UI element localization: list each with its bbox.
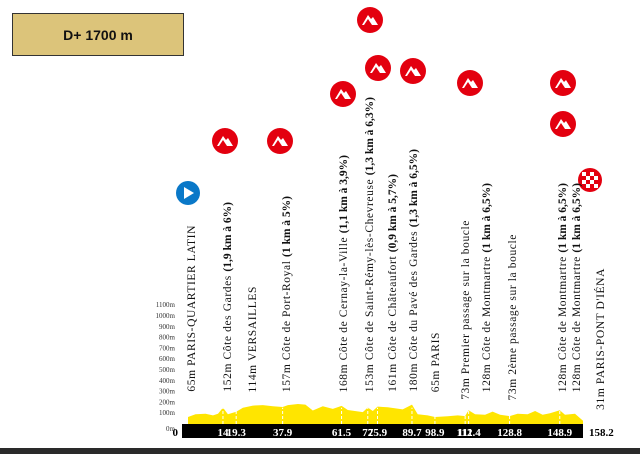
waypoint-label: 65m PARIS	[430, 332, 442, 392]
y-tick-label: 400m	[159, 377, 176, 385]
y-tick-label: 600m	[159, 355, 176, 363]
waypoint-name: 157m Côte de Port-Royal	[281, 256, 293, 392]
mountain-climb-icon	[330, 81, 356, 107]
mountain-climb-icon	[550, 70, 576, 96]
climb-stats: (1,9 km à 6%)	[222, 202, 234, 273]
mountain-climb-icon	[457, 70, 483, 96]
x-tick-label: 111	[458, 427, 473, 439]
x-tick-label: 89.7	[402, 427, 422, 439]
y-tick-label: 900m	[159, 323, 176, 331]
waypoint-label: 157m Côte de Port-Royal (1 km à 5%)	[281, 196, 293, 392]
waypoint-name: 128m Côte de Montmartre	[557, 252, 569, 392]
waypoint-name: 168m Côte de Cernay-la-Ville	[338, 232, 350, 392]
climb-stats: (1 km à 6,5%)	[557, 182, 569, 253]
y-tick-label: 800m	[159, 334, 176, 342]
mountain-climb-icon	[365, 55, 391, 81]
climb-stats: (1 km à 5%)	[281, 195, 293, 257]
x-tick-label: 14	[217, 427, 229, 439]
y-tick-label: 100m	[159, 409, 176, 417]
x-tick-label: 61.5	[332, 427, 352, 439]
waypoint-name: 65m PARIS-QUARTIER LATIN	[186, 225, 198, 392]
climb-stats: (1,3 km à 6,3%)	[364, 96, 376, 176]
waypoint-label: 168m Côte de Cernay-la-Ville (1,1 km à 3…	[338, 155, 350, 392]
waypoint-label: 161m Côte de Châteaufort (0,9 km à 5,7%)	[387, 174, 399, 392]
waypoint-name: 152m Côte des Gardes	[222, 272, 234, 392]
waypoint-name: 153m Côte de Saint-Rémy-lès-Chevreuse	[364, 175, 376, 392]
mountain-climb-icon	[357, 7, 383, 33]
climb-stats: (1,1 km à 3,9%)	[338, 154, 350, 233]
waypoint-label: 73m 2ème passage sur la boucle	[507, 234, 519, 401]
waypoint-label: 128m Côte de Montmartre (1 km à 6,5%)	[557, 183, 569, 392]
x-tick-label: 75.9	[368, 427, 388, 439]
waypoint-label: 31m PARIS-PONT D'IÉNA	[595, 268, 607, 410]
x-tick-label: 19.3	[227, 427, 247, 439]
mountain-climb-icon	[212, 128, 238, 154]
y-tick-label: 500m	[159, 366, 176, 374]
waypoint-label: 128m Côte de Montmartre (1 km à 6,5%)	[571, 183, 583, 392]
climb-stats: (1 km à 6,5%)	[571, 182, 583, 253]
y-tick-label: 1100m	[156, 301, 176, 309]
waypoint-label: 73m Premier passage sur la boucle	[460, 220, 472, 400]
climb-stats: (1,3 km à 6,5%)	[408, 149, 420, 228]
x-tick-label: 72	[362, 427, 374, 439]
waypoint-name: 114m VERSAILLES	[247, 285, 259, 392]
waypoint-name: 65m PARIS	[430, 331, 442, 392]
x-tick-label: 128.8	[497, 427, 522, 439]
waypoint-label: 128m Côte de Montmartre (1 km à 6,5%)	[481, 183, 493, 392]
waypoint-label: 152m Côte des Gardes (1,9 km à 6%)	[222, 202, 234, 392]
start-play-icon	[176, 181, 200, 205]
waypoint-label: 114m VERSAILLES	[247, 286, 259, 392]
waypoint-name: 73m 2ème passage sur la boucle	[507, 233, 519, 401]
climb-stats: (1 km à 6,5%)	[481, 182, 493, 253]
distance-bar	[182, 424, 583, 438]
mountain-climb-icon	[550, 111, 576, 137]
y-tick-label: 200m	[159, 398, 176, 406]
waypoint-label: 65m PARIS-QUARTIER LATIN	[186, 225, 198, 392]
y-tick-label: 700m	[159, 344, 176, 352]
elevation-profile-area	[188, 404, 583, 424]
y-tick-label: 300m	[159, 388, 176, 396]
finish-flag-icon	[578, 168, 602, 192]
mountain-climb-icon	[400, 58, 426, 84]
waypoint-name: 31m PARIS-PONT D'IÉNA	[595, 268, 607, 410]
waypoint-label: 180m Côte du Pavé des Gardes (1,3 km à 6…	[408, 149, 420, 392]
waypoint-name: 128m Côte de Montmartre	[481, 252, 493, 392]
waypoint-name: 73m Premier passage sur la boucle	[460, 220, 472, 400]
elevation-gain-box: D+ 1700 m	[12, 13, 184, 56]
waypoint-name: 161m Côte de Châteaufort	[387, 252, 399, 392]
bottom-border	[0, 448, 640, 454]
waypoint-label: 153m Côte de Saint-Rémy-lès-Chevreuse (1…	[364, 97, 376, 392]
mountain-climb-icon	[267, 128, 293, 154]
waypoint-name: 128m Côte de Montmartre	[571, 252, 583, 392]
waypoint-name: 180m Côte du Pavé des Gardes	[408, 227, 420, 392]
climb-stats: (0,9 km à 5,7%)	[387, 174, 399, 253]
y-tick-label: 0m	[166, 425, 176, 433]
x-tick-label: 0	[173, 427, 179, 439]
x-tick-label: 148.9	[547, 427, 572, 439]
x-tick-label: 37.9	[273, 427, 293, 439]
x-tick-label: 158.2	[589, 427, 614, 439]
y-tick-label: 1000m	[156, 312, 176, 320]
x-tick-label: 98.9	[425, 427, 445, 439]
x-tick-label: 112.4	[457, 427, 482, 439]
